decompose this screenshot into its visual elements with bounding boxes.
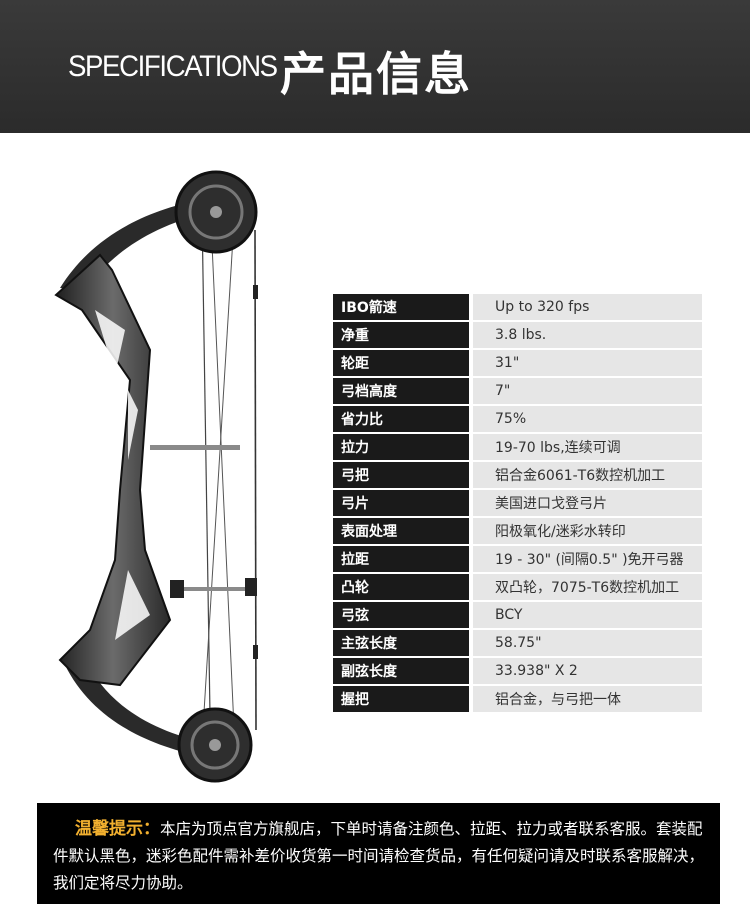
spec-label: 凸轮 [333,574,473,600]
spec-label: 主弦长度 [333,630,473,656]
spec-label: 弓弦 [333,602,473,628]
spec-value: 双凸轮，7075-T6数控机加工 [473,574,702,600]
spec-value: 铝合金6061-T6数控机加工 [473,462,702,488]
spec-value: 31" [473,350,702,376]
spec-label: 拉力 [333,434,473,460]
spec-label: 拉距 [333,546,473,572]
spec-value: 58.75" [473,630,702,656]
spec-label: 净重 [333,322,473,348]
title-chinese: 产品信息 [280,47,472,101]
compound-bow-image [54,170,258,783]
notice-box: 温馨提示：本店为顶点官方旗舰店，下单时请备注颜色、拉距、拉力或者联系客服。套装配… [37,803,720,904]
spec-value: 3.8 lbs. [473,322,702,348]
spec-row: 表面处理阳极氧化/迷彩水转印 [333,518,702,544]
notice-body: 本店为顶点官方旗舰店，下单时请备注颜色、拉距、拉力或者联系客服。套装配件默认黑色… [53,820,705,892]
spec-value: 阳极氧化/迷彩水转印 [473,518,702,544]
spec-label: 握把 [333,686,473,712]
spec-value: 7" [473,378,702,404]
spec-row: 握把铝合金，与弓把一体 [333,686,702,712]
spec-value: BCY [473,602,702,628]
spec-value: 铝合金，与弓把一体 [473,686,702,712]
header-banner: SPECIFICATIONS 产品信息 [0,0,750,133]
title-english: SPECIFICATIONS [68,50,278,83]
notice-text: 温馨提示：本店为顶点官方旗舰店，下单时请备注颜色、拉距、拉力或者联系客服。套装配… [53,816,713,897]
spec-value: 33.938" X 2 [473,658,702,684]
spec-value: 19 - 30" (间隔0.5" )免开弓器 [473,546,702,572]
spec-row: 弓片美国进口戈登弓片 [333,490,702,516]
spec-value: 美国进口戈登弓片 [473,490,702,516]
spec-label: 弓片 [333,490,473,516]
spec-row: 弓把铝合金6061-T6数控机加工 [333,462,702,488]
spec-label: 弓把 [333,462,473,488]
spec-label: 表面处理 [333,518,473,544]
spec-label: 轮距 [333,350,473,376]
spec-label: 弓档高度 [333,378,473,404]
spec-label: 副弦长度 [333,658,473,684]
spec-value: 19-70 lbs,连续可调 [473,434,702,460]
spec-value: 75% [473,406,702,432]
spec-row: 凸轮双凸轮，7075-T6数控机加工 [333,574,702,600]
notice-lead: 温馨提示： [75,819,160,839]
spec-label: 省力比 [333,406,473,432]
spec-label: IBO箭速 [333,294,473,320]
spec-value: Up to 320 fps [473,294,702,320]
